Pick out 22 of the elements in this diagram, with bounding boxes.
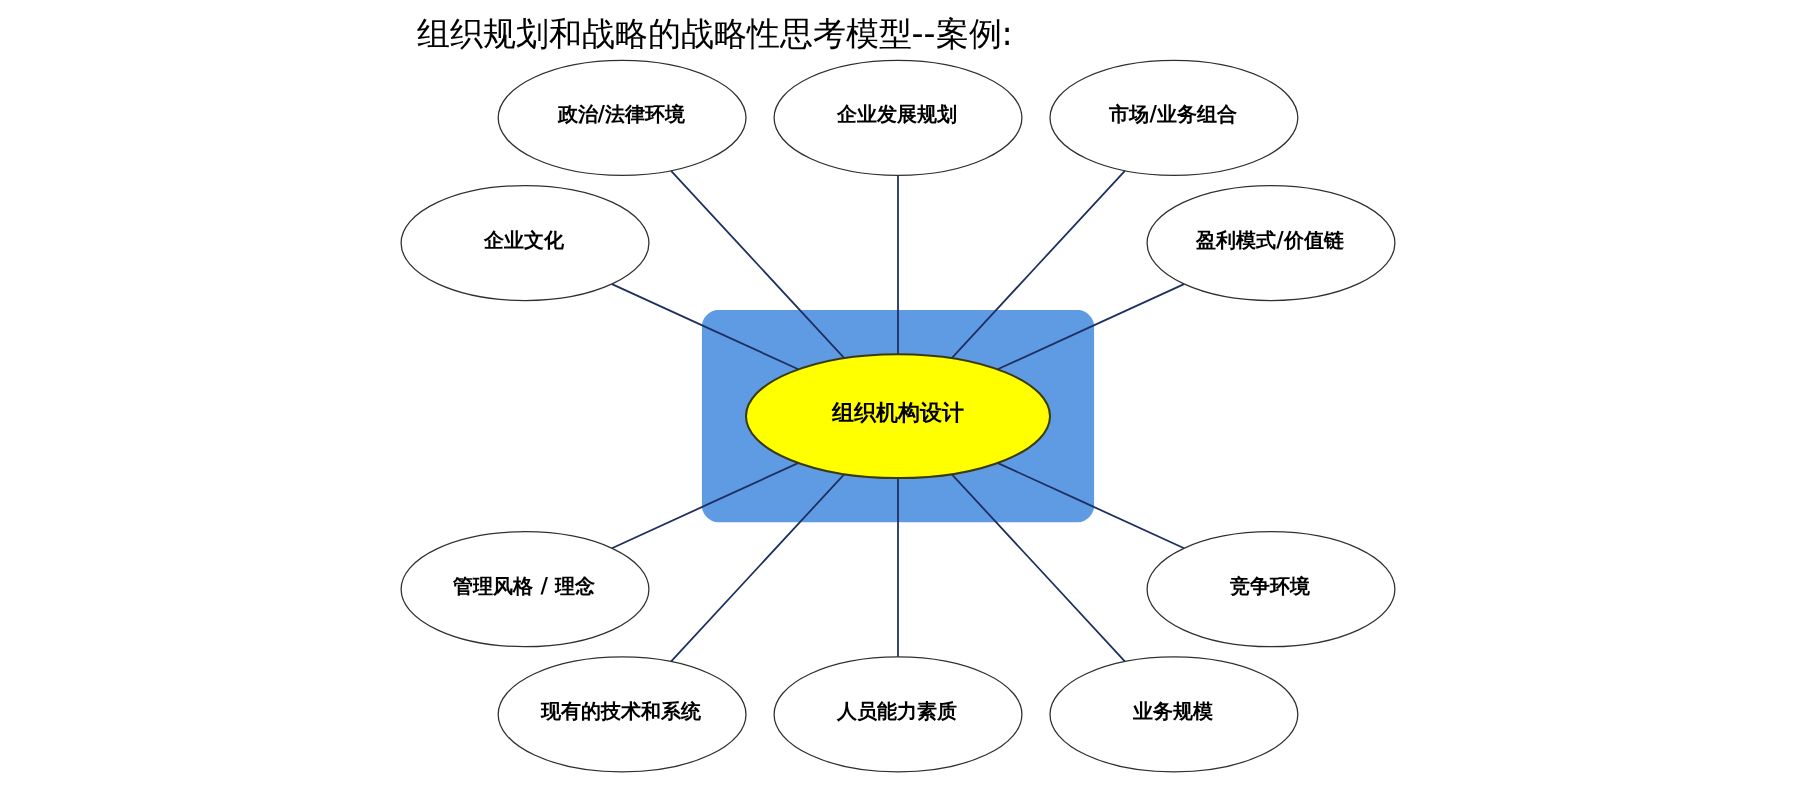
connector (670, 169, 846, 359)
node-ellipse: 市场/业务组合 (1049, 59, 1299, 176)
node-ellipse: 业务规模 (1049, 656, 1299, 773)
node-ellipse: 盈利模式/价值链 (1146, 184, 1396, 302)
connector (997, 462, 1185, 550)
node-ellipse: 企业文化 (400, 184, 650, 302)
node-ellipse: 企业发展规划 (773, 59, 1023, 176)
node-ellipse: 竞争环境 (1146, 531, 1396, 648)
node-ellipse: 现有的技术和系统 (497, 656, 747, 773)
cluster (701, 310, 1095, 523)
node-ellipse: 组织机构设计 (744, 353, 1052, 480)
connector (897, 477, 899, 658)
node-ellipse: 政治/法律环境 (497, 59, 747, 176)
connector (670, 473, 846, 663)
connector (611, 462, 799, 550)
node-ellipse: 管理风格 / 理念 (400, 531, 650, 648)
connector (996, 283, 1185, 371)
node-ellipse: 人员能力素质 (773, 656, 1023, 773)
diagram-title: 组织规划和战略的战略性思考模型--案例: (416, 13, 1013, 53)
connector (611, 283, 800, 371)
connector (950, 473, 1126, 663)
connector (950, 169, 1126, 359)
